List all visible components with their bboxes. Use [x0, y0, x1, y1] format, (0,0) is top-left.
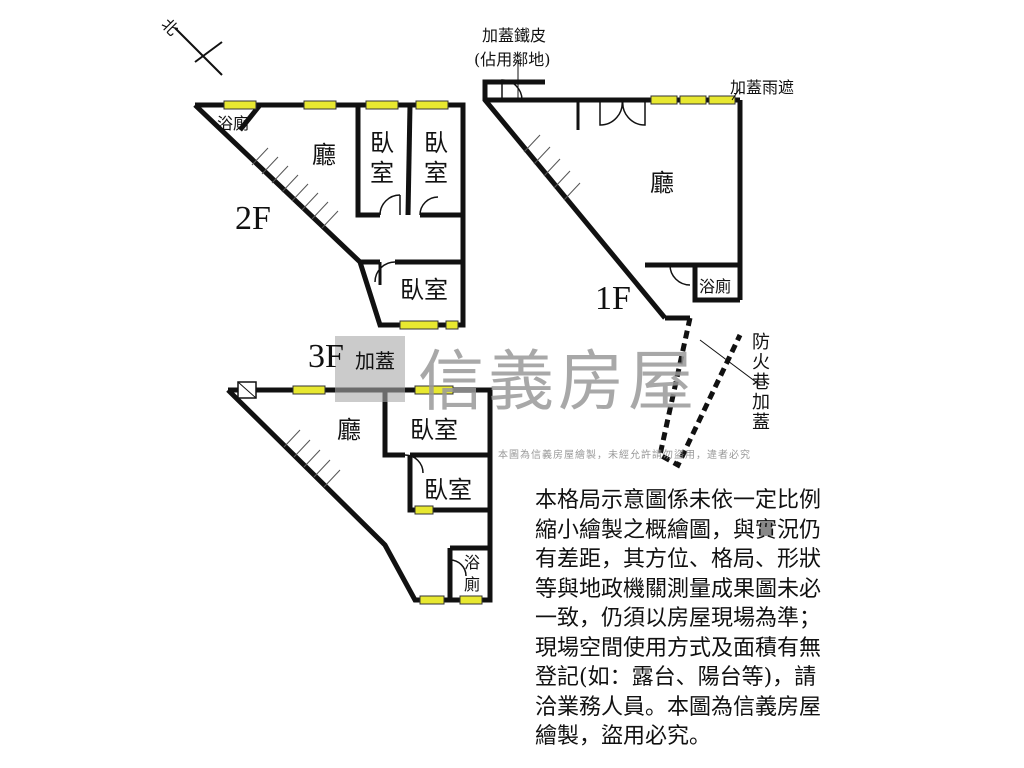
windows	[223, 95, 736, 605]
room-2f-bedroom-3: 臥室	[400, 276, 448, 304]
north-arrow-icon	[174, 27, 223, 76]
annotation-awning: 加蓋雨遮	[730, 78, 795, 97]
annotation-iron-roof: 加蓋鐵皮	[482, 26, 547, 45]
room-1f-bathroom: 浴廁	[699, 277, 732, 296]
watermark-logo-icon	[335, 336, 405, 402]
disclaimer-line: 一致，仍須以房屋現場為準；	[535, 606, 822, 631]
disclaimer-line: 等與地政機關測量成果圖未必	[535, 576, 822, 602]
annotation-fire-lane: 防火巷加蓋	[749, 332, 770, 432]
room-1f-living: 廳	[650, 169, 674, 197]
disclaimer-line: 有差距，其方位、格局、形狀	[535, 547, 822, 572]
room-2f-bedroom-1: 臥室	[370, 129, 394, 187]
disclaimer-line: 繪製，盜用必究。	[535, 724, 712, 749]
disclaimer-line: 洽業務人員。本圖為信義房屋	[535, 694, 822, 720]
watermark-brand: 信義房屋	[418, 343, 698, 420]
watermark-notice: 本圖為信義房屋繪製，未經允許請勿盜用，違者必究	[498, 450, 751, 461]
annotation-neighbor-land: (佔用鄰地)	[474, 50, 551, 69]
floor-label-1f: 1F	[595, 280, 631, 317]
room-3f-bedroom-1: 臥室	[410, 416, 458, 444]
floor-label-2f: 2F	[235, 200, 271, 237]
disclaimer-line: 縮小繪製之概繪圖，與實況仍	[535, 517, 822, 543]
stairs	[251, 134, 581, 488]
room-2f-bedroom-2: 臥室	[424, 129, 448, 187]
room-3f-living: 廳	[337, 416, 361, 444]
floor-3f-addon: 加蓋	[355, 349, 395, 373]
room-3f-bathroom: 浴廁	[464, 553, 481, 594]
room-2f-bathroom: 浴廁	[217, 114, 250, 133]
floor-label-3f: 3F	[308, 338, 344, 375]
disclaimer-line: 登記(如：露台、陽台等)，請	[535, 665, 817, 690]
disclaimer-text: 本格局示意圖係未依一定比例 縮小繪製之概繪圖，與實況仍 有差距，其方位、格局、形…	[535, 486, 865, 752]
room-3f-bedroom-2: 臥室	[424, 476, 472, 504]
disclaimer-line: 本格局示意圖係未依一定比例	[535, 488, 822, 513]
fire-lane-boundary	[657, 317, 743, 469]
doors	[374, 79, 691, 577]
room-2f-living: 廳	[312, 141, 336, 169]
disclaimer-line: 現場空間使用方式及面積有無	[535, 635, 822, 661]
